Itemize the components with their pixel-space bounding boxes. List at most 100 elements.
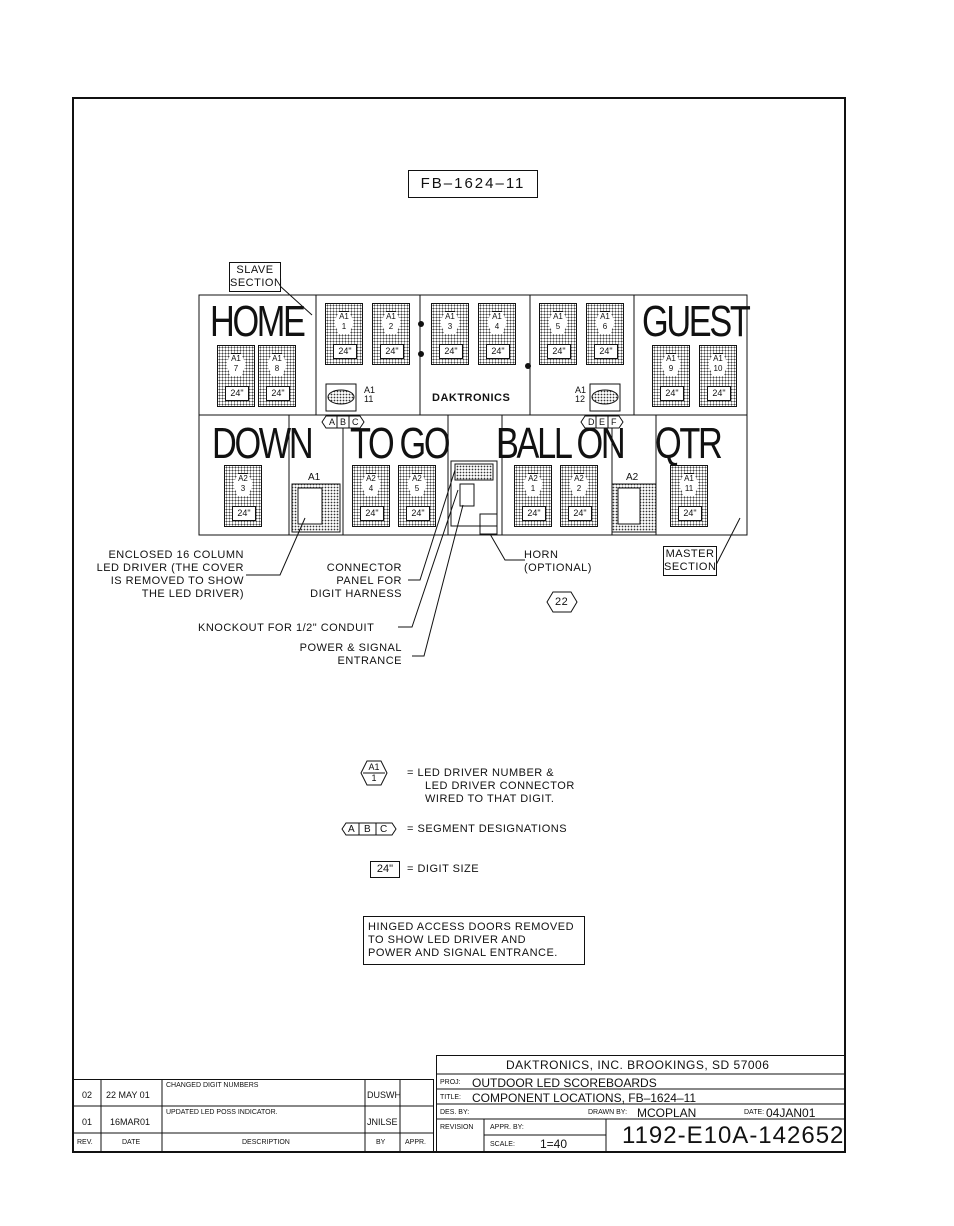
model-tag: FB–1624–11 — [408, 170, 538, 198]
segment-b: B — [340, 417, 347, 427]
digit-connector-num: 5 — [414, 484, 420, 493]
brand-label: DAKTRONICS — [432, 392, 511, 404]
horn — [479, 513, 498, 535]
rev-row2-date: 16MAR01 — [110, 1117, 151, 1127]
rev-row1-desc: CHANGED DIGIT NUMBERS — [166, 1082, 259, 1089]
digit-driver-id: A1 — [553, 312, 563, 321]
title-value: COMPONENT LOCATIONS, FB–1624–11 — [472, 1091, 697, 1105]
digit-driver-id: A1 — [492, 312, 502, 321]
appr-by-label: APPR. BY: — [490, 1124, 524, 1131]
date-value: 04JAN01 — [766, 1106, 816, 1120]
horn-tag-number: 22 — [555, 596, 569, 608]
digit-size-box: 24" — [678, 506, 702, 521]
horn-tag-hex — [546, 591, 578, 613]
des-by-label: DES. BY: — [440, 1109, 470, 1116]
digit-connector-num: 3 — [240, 484, 246, 493]
revision-label: REVISION — [440, 1124, 474, 1131]
digit-driver-id: A2 — [528, 474, 538, 483]
segment-strip-left — [321, 415, 365, 429]
rev-row1-rev: 02 — [82, 1090, 93, 1100]
digit-size-box: 24" — [225, 386, 249, 401]
digit-driver-id: A1 — [713, 354, 723, 363]
digit-connector-num: 7 — [233, 364, 239, 373]
digit-driver-id: A2 — [412, 474, 422, 483]
digit-driver-id: A1 — [339, 312, 349, 321]
digit-size-box: 24" — [380, 344, 404, 359]
legend-size-symbol: 24" — [370, 861, 400, 878]
proj-label: PROJ: — [440, 1079, 461, 1086]
digit-driver-id: A1 — [272, 354, 282, 363]
legend-segment-text: = SEGMENT DESIGNATIONS — [407, 823, 568, 835]
legend-segment-strip — [341, 822, 397, 836]
digit-size-box: 24" — [333, 344, 357, 359]
segment-strip-right — [580, 415, 624, 429]
driver-a1-label: A1 — [308, 472, 321, 483]
legend-segment-a: A — [348, 824, 355, 835]
caption-qtr: QTR — [655, 419, 723, 468]
caption-to-go: TO GO — [350, 419, 451, 468]
callout-horn: HORN(OPTIONAL) — [524, 549, 592, 574]
digit-driver-id: A2 — [366, 474, 376, 483]
drawing-frame — [72, 97, 846, 1153]
digit-connector-num: 6 — [602, 322, 608, 331]
digit-connector-num: 1 — [341, 322, 347, 331]
digit-driver-id: A1 — [684, 474, 694, 483]
digit-driver-id: A1 — [666, 354, 676, 363]
segment-a: A — [329, 417, 336, 427]
caption-down: DOWN — [212, 419, 314, 468]
rev-row2-by: JNILSE — [367, 1117, 398, 1127]
connector-panel — [450, 460, 498, 527]
digit-connector-num: 2 — [388, 322, 394, 331]
revision-block — [73, 1079, 434, 1152]
driver-a2-label: A2 — [626, 472, 639, 483]
digit-size-box: 24" — [660, 386, 684, 401]
digit-connector-num: 5 — [555, 322, 561, 331]
digit-connector-num: 11 — [684, 484, 694, 493]
digit-driver-id: A2 — [574, 474, 584, 483]
digit-size-box: 24" — [522, 506, 546, 521]
callout-knockout: KNOCKOUT FOR 1/2" CONDUIT — [198, 622, 375, 634]
legend-segment-b: B — [364, 824, 371, 835]
legend-segment-c: C — [380, 824, 388, 835]
legend-driver-text: = LED DRIVER NUMBER & LED DRIVER CONNECT… — [407, 767, 575, 805]
digit-size-box: 24" — [406, 506, 430, 521]
possession-indicator-left — [327, 389, 355, 405]
possession-indicator-right — [591, 389, 619, 405]
drawing-number: 1192-E10A-142652 — [622, 1122, 845, 1149]
digit-driver-id: A1 — [386, 312, 396, 321]
digit-size-box: 24" — [547, 344, 571, 359]
scale-value: 1=40 — [540, 1137, 568, 1151]
digit-size-box: 24" — [232, 506, 256, 521]
segment-d: D — [588, 417, 595, 427]
company-line: DAKTRONICS, INC. BROOKINGS, SD 57006 — [506, 1058, 770, 1072]
